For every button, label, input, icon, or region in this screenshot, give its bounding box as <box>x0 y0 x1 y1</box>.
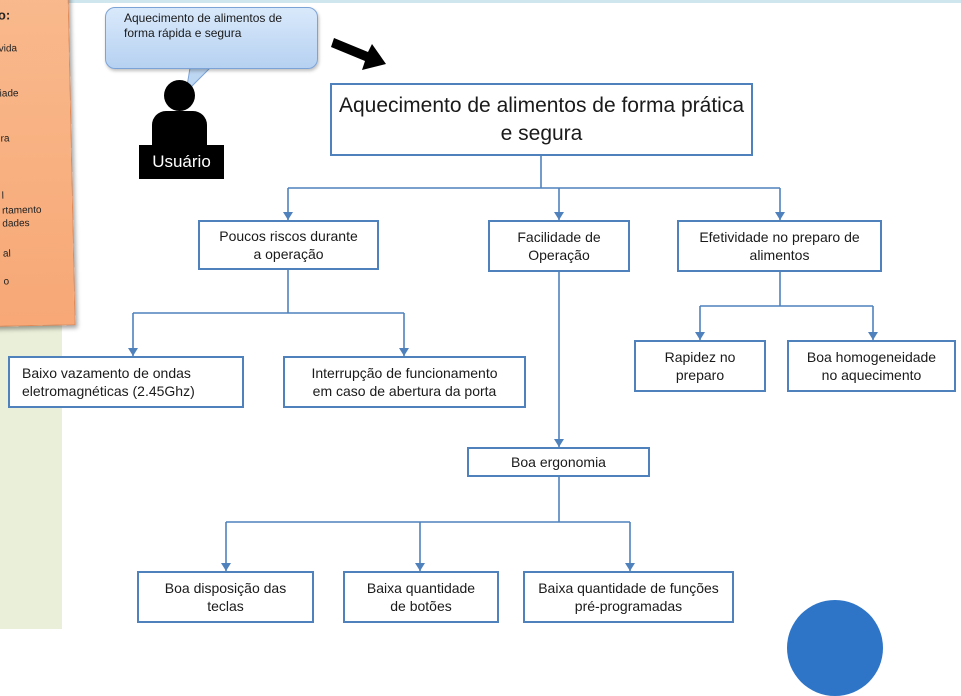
node-speed: Rapidez no preparo <box>634 340 766 392</box>
root-node: Aquecimento de alimentos de forma prátic… <box>330 83 753 156</box>
node-ease: Facilidade de Operação <box>488 220 630 272</box>
node-safety: Poucos riscos durante a operação <box>198 220 379 270</box>
node-buttons: Baixa quantidade de botões <box>343 571 499 623</box>
speech-bubble-text: Aquecimento de alimentos de forma rápida… <box>124 11 283 40</box>
node-effectiveness: Efetividade no preparo de alimentos <box>677 220 882 272</box>
node-homogeneity: Boa homogeneidade no aquecimento <box>787 340 956 392</box>
node-functions: Baixa quantidade de funções pré-programa… <box>523 571 734 623</box>
node-interruption: Interrupção de funcionamento em caso de … <box>283 356 526 408</box>
speech-bubble <box>105 7 318 69</box>
person-body <box>152 111 207 151</box>
node-ergonomics: Boa ergonomia <box>467 447 650 477</box>
node-keys: Boa disposição das teclas <box>137 571 314 623</box>
node-leakage: Baixo vazamento de ondas eletromagnética… <box>8 356 244 408</box>
user-label: Usuário <box>139 145 224 179</box>
person-icon <box>164 80 195 111</box>
top-border <box>62 0 961 3</box>
decorative-circle <box>787 600 883 696</box>
connector-lines <box>128 38 878 571</box>
arrow-pointer-icon <box>331 38 386 70</box>
